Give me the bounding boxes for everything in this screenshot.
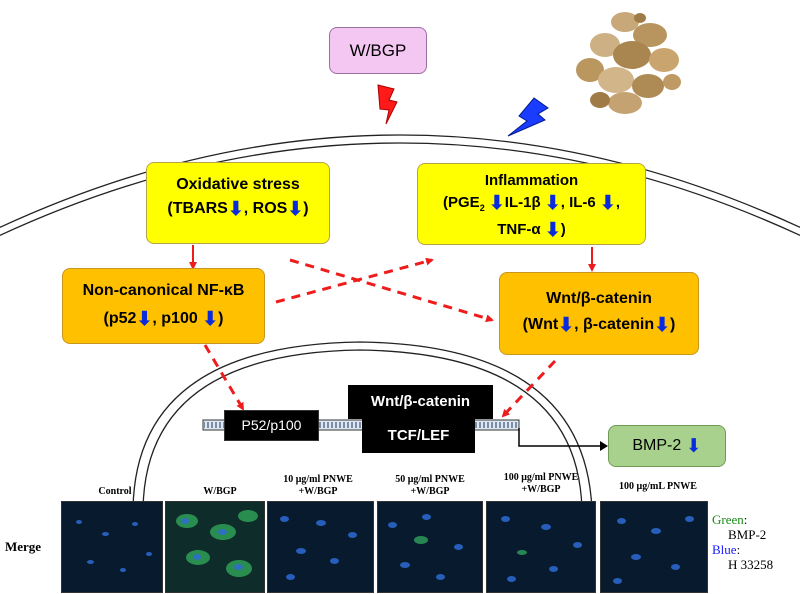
inflammation-title: Inflammation — [484, 172, 579, 189]
tcf-lef-block: TCF/LEF — [362, 418, 475, 453]
down-arrow-icon: ⬇ — [685, 436, 702, 457]
il1b-label: IL-1β — [504, 194, 541, 211]
legend-blue-name: H 33258 — [728, 557, 774, 572]
down-arrow-icon: ⬇ — [654, 315, 671, 336]
herb-root-image — [576, 12, 681, 114]
down-arrow-icon: ⬇ — [544, 193, 561, 214]
p52-label: p52 — [108, 310, 137, 327]
tcf-lef-label: TCF/LEF — [387, 427, 450, 444]
cell-membrane-inner — [0, 142, 800, 237]
tnfa-label: TNF-α — [497, 221, 541, 238]
pge-label: PGE — [448, 194, 480, 211]
micrograph-10ug — [267, 501, 374, 593]
legend-blue-label: Blue — [712, 542, 737, 557]
panel-label-wbgp: W/BGP — [203, 486, 237, 497]
dashed-arrow-wnt-to-dna — [501, 359, 557, 418]
p100-label: p100 — [161, 310, 198, 327]
wnt-catenin-block-label: Wnt/β-catenin — [370, 393, 471, 410]
down-arrow-icon: ⬇ — [488, 193, 505, 214]
legend-green-label: Green — [712, 512, 744, 527]
il6-label: IL-6 — [569, 194, 596, 211]
down-arrow-icon: ⬇ — [136, 309, 153, 330]
wnt-box: Wnt/β-catenin (Wnt⬇, β-catenin⬇) — [499, 272, 699, 355]
cell-membrane-outer — [0, 134, 800, 229]
p52-p100-block: P52/p100 — [224, 410, 319, 441]
nucleus-outer — [132, 341, 593, 511]
tbars-label: TBARS — [172, 200, 228, 217]
wnt-catenin-block: Wnt/β-catenin — [348, 385, 493, 419]
bmp2-box: BMP-2 ⬇ — [608, 425, 726, 467]
dashed-arrow-nfkb-to-inflammation — [275, 257, 434, 304]
bcatenin-item-label: β-catenin — [582, 316, 655, 333]
panel-label-100ug: 100 μg/ml PNWE +W/BGP — [503, 472, 579, 495]
ros-label: ROS — [252, 200, 288, 217]
panel-label-10ug: 10 μg/ml PNWE +W/BGP — [283, 474, 353, 497]
micrograph-100ug-only — [600, 501, 708, 593]
wnt-item-label: Wnt — [527, 316, 559, 333]
micrograph-50ug — [377, 501, 483, 593]
panel-label-control: Control — [98, 486, 132, 497]
dashed-arrow-oxidative-to-wnt — [289, 258, 494, 323]
down-arrow-icon: ⬇ — [544, 220, 561, 241]
pge-subscript: 2 — [479, 203, 485, 213]
inflammation-box: Inflammation (PGE2 ⬇IL-1β ⬇, IL-6 ⬇, TNF… — [417, 163, 646, 245]
arrow-dna-to-bmp2 — [518, 428, 600, 447]
nfkb-title: Non-canonical NF-κB — [82, 282, 245, 299]
blue-lightning-icon — [507, 97, 549, 137]
red-lightning-icon — [377, 84, 398, 125]
wbgp-box: W/BGP — [329, 27, 427, 74]
down-arrow-icon: ⬇ — [227, 199, 244, 220]
micrograph-100ug — [486, 501, 596, 593]
dashed-arrow-nfkb-to-p52 — [203, 344, 245, 411]
down-arrow-icon: ⬇ — [599, 193, 616, 214]
wnt-title: Wnt/β-catenin — [546, 290, 652, 307]
p52-p100-label: P52/p100 — [241, 417, 302, 433]
panel-label-100ug-only: 100 μg/mL PNWE — [619, 481, 697, 492]
oxidative-stress-box: Oxidative stress (TBARS⬇, ROS⬇) — [146, 162, 330, 244]
down-arrow-icon: ⬇ — [287, 199, 304, 220]
oxidative-stress-title: Oxidative stress — [176, 176, 300, 193]
down-arrow-icon: ⬇ — [558, 315, 575, 336]
wbgp-label: W/BGP — [349, 41, 407, 60]
panel-label-50ug: 50 μg/ml PNWE +W/BGP — [395, 474, 465, 497]
legend: Green: BMP-2 Blue: H 33258 — [712, 512, 774, 572]
merge-label: Merge — [5, 539, 42, 554]
bmp2-label: BMP-2 — [632, 437, 682, 454]
micrograph-wbgp — [165, 501, 265, 593]
nucleus-inner — [142, 349, 583, 511]
down-arrow-icon: ⬇ — [202, 309, 219, 330]
micrograph-control — [61, 501, 163, 593]
nfkb-box: Non-canonical NF-κB (p52⬇, p100 ⬇) — [62, 268, 265, 344]
legend-green-name: BMP-2 — [728, 527, 767, 542]
